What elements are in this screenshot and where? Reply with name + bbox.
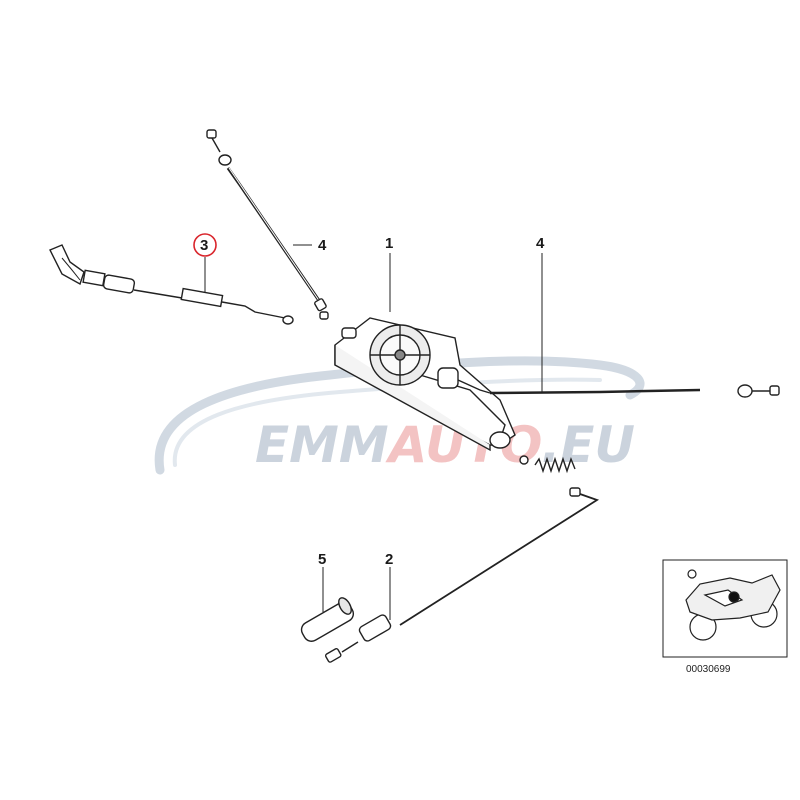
watermark-swoosh-inner <box>172 377 602 467</box>
upper-cable-sheath-inner <box>228 167 323 306</box>
location-marker-small <box>687 569 697 579</box>
upper-cable-end-cap <box>206 129 217 139</box>
housing-mount <box>341 327 357 339</box>
cable-connector <box>82 269 106 287</box>
part-4-right-cable[interactable] <box>457 379 780 398</box>
right-cable-sheath <box>489 388 701 395</box>
cable-end <box>221 301 286 319</box>
cable-sleeve <box>102 274 136 294</box>
cable-adjuster <box>180 287 224 308</box>
lower-cable-spring <box>534 456 576 474</box>
lower-cable-ferrule <box>569 487 581 497</box>
housing-body-side <box>334 345 491 452</box>
location-marker <box>728 591 740 603</box>
callout-4-upper[interactable]: 4 <box>318 237 327 254</box>
upper-cable-end-wire <box>211 137 221 153</box>
motorcycle-icon <box>685 569 781 641</box>
upper-cable-nut <box>218 154 232 166</box>
callout-2[interactable]: 2 <box>385 551 393 568</box>
right-cable-wire <box>457 379 491 394</box>
watermark-text-part3: .EU <box>541 416 635 474</box>
pulley-hub <box>394 349 406 361</box>
right-cable-tip <box>769 385 780 396</box>
upper-cable-ferrule <box>314 298 327 312</box>
callout-4-right[interactable]: 4 <box>536 235 545 252</box>
callout-5[interactable]: 5 <box>318 551 326 568</box>
lower-cable-wire <box>399 493 600 626</box>
part-5-sleeve[interactable] <box>299 596 357 644</box>
lower-cable-sleeve <box>358 614 392 642</box>
cable-wire <box>133 289 183 299</box>
callout-1[interactable]: 1 <box>385 235 393 252</box>
part-2-lower-cable[interactable] <box>324 455 600 663</box>
watermark-text-part1: EMM <box>255 416 389 474</box>
housing-boss <box>437 367 459 389</box>
callout-3-highlight-ring <box>193 233 217 257</box>
lower-cable-tip <box>324 648 342 663</box>
upper-cable-tip <box>319 311 329 320</box>
part-4-upper-cable[interactable] <box>206 129 329 320</box>
reference-inset: 00030699 <box>662 559 788 675</box>
callout-3[interactable]: 3 <box>200 237 208 254</box>
bent-fitting-shade <box>61 257 81 281</box>
leader-lines <box>204 244 543 620</box>
sleeve-opening <box>338 597 352 615</box>
part-1-housing[interactable] <box>334 317 516 452</box>
right-cable-nut <box>737 384 753 398</box>
cable-nipple <box>282 315 294 325</box>
lower-cable-washer <box>519 455 529 465</box>
housing-outlet <box>489 431 511 449</box>
lower-cable-end <box>341 641 359 653</box>
part-3-cable[interactable] <box>49 244 294 325</box>
reference-code: 00030699 <box>686 664 731 675</box>
